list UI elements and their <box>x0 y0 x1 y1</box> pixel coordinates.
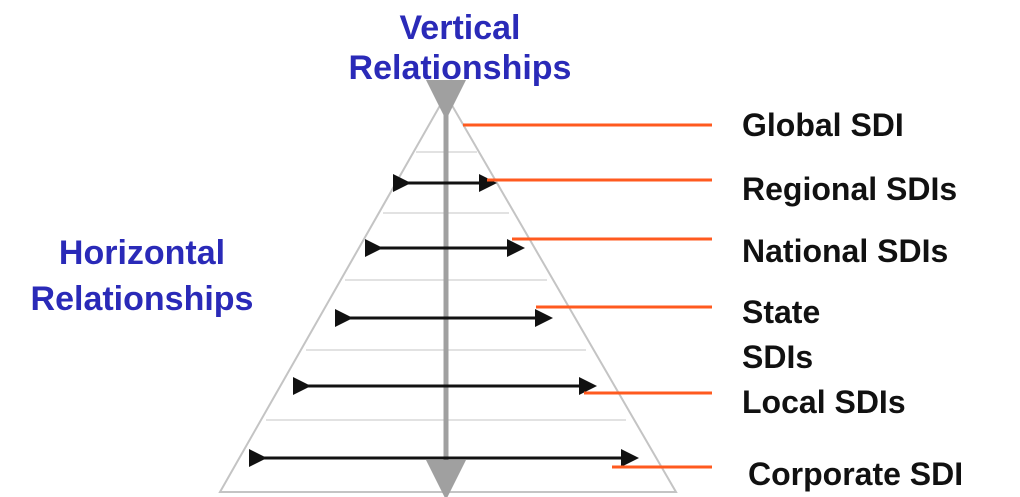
level-label-corporate: Corporate SDI <box>748 456 964 492</box>
horizontal-relationships-label: Horizontal Relationships <box>6 230 278 322</box>
vertical-label-line2: Relationships <box>348 49 572 87</box>
level-label-regional: Regional SDIs <box>742 171 958 207</box>
vertical-label-line1: Vertical <box>399 9 521 47</box>
level-label-national: National SDIs <box>742 233 949 269</box>
leader-lines <box>463 123 712 469</box>
level-label-global: Global SDI <box>742 107 904 143</box>
vertical-relationships-label: Vertical Relationships <box>320 8 600 88</box>
horizontal-relationship-arrows <box>249 174 639 467</box>
level-label-local: Local SDIs <box>742 384 906 420</box>
level-label-state-line2: SDIs <box>742 339 814 375</box>
level-label-state: State <box>742 294 821 330</box>
horizontal-label-line2: Relationships <box>30 280 254 318</box>
horizontal-label-line1: Horizontal <box>58 234 226 272</box>
